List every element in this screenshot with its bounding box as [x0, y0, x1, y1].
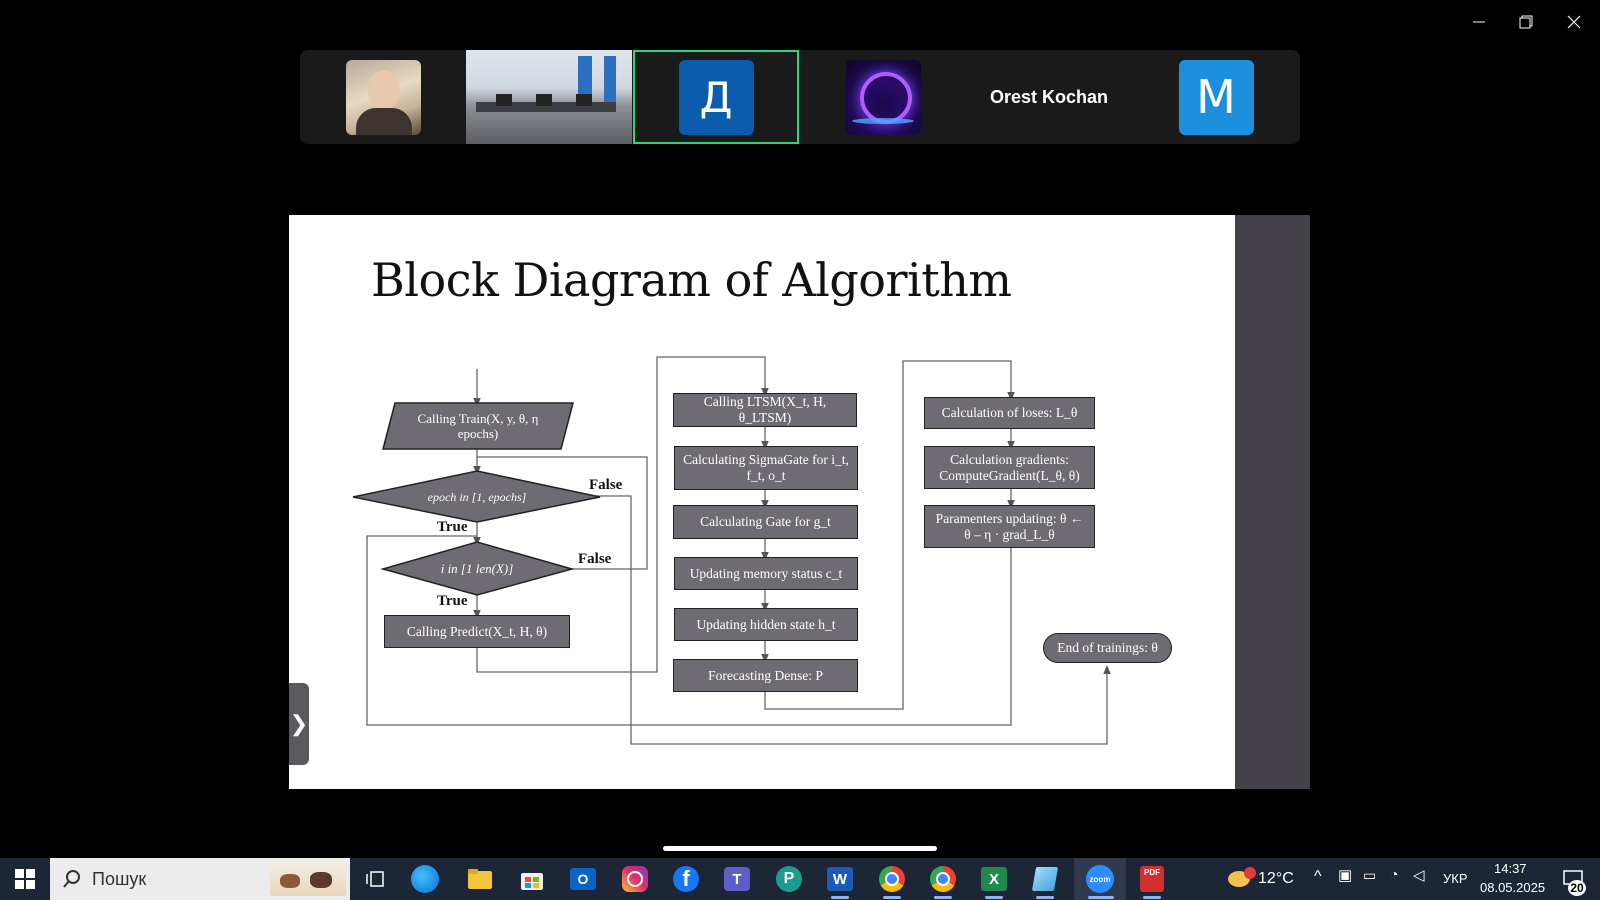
start-parallelogram: [382, 402, 574, 450]
shared-slide: Block Diagram of Algorithm: [289, 215, 1235, 789]
facebook-icon[interactable]: f: [669, 862, 703, 896]
edge-icon[interactable]: [411, 865, 439, 893]
room-camera-video: [466, 50, 632, 144]
node-epoch-text: epoch in [1, epochs]: [427, 489, 527, 504]
node-i-text: i in [1 len(X)]: [440, 561, 514, 576]
start-icon[interactable]: [8, 862, 42, 896]
excel-icon[interactable]: X: [977, 862, 1011, 896]
volume-icon[interactable]: ◁: [1413, 867, 1425, 884]
file-explorer-icon[interactable]: [463, 862, 497, 896]
restore-button[interactable]: [1503, 8, 1549, 36]
panel-toggle-handle[interactable]: ❯: [289, 683, 309, 765]
task-view-icon[interactable]: [358, 862, 392, 896]
label-true-i: True: [437, 593, 468, 609]
node-end: End of trainings: θ: [1043, 633, 1172, 663]
node-start-text: Calling Train(X, y, θ, η epochs): [417, 411, 539, 441]
participant-tile-3[interactable]: Д: [633, 50, 799, 144]
close-button[interactable]: [1551, 8, 1597, 36]
participant-photo: [345, 59, 421, 135]
notepad-icon[interactable]: [1028, 862, 1062, 896]
label-false-i: False: [578, 551, 612, 567]
node-memory: Updating memory status c_t: [674, 557, 858, 590]
shared-screen-margin: [1235, 215, 1310, 789]
search-highlight-image: [270, 862, 346, 896]
word-icon[interactable]: W: [823, 862, 857, 896]
excel-active-indicator: [985, 896, 1003, 899]
minimize-icon: [1473, 21, 1485, 23]
chrome-profile-active-indicator: [934, 896, 952, 899]
node-hidden: Updating hidden state h_t: [674, 608, 858, 641]
language-indicator[interactable]: УКР: [1443, 871, 1468, 886]
node-predict: Calling Predict(X_t, H, θ): [384, 615, 570, 648]
participant-tile-4[interactable]: [800, 50, 966, 144]
label-false-epoch: False: [589, 477, 623, 493]
notepad-active-indicator: [1036, 896, 1054, 899]
condition-epoch-diamond: [352, 470, 601, 523]
pdf-icon[interactable]: PDF: [1135, 862, 1169, 896]
horizontal-scroll-indicator[interactable]: [663, 846, 937, 851]
store-icon[interactable]: [515, 862, 549, 896]
neon-ring-avatar: [845, 59, 921, 135]
meet-now-icon[interactable]: ▣: [1338, 867, 1353, 884]
chrome-icon[interactable]: [875, 862, 909, 896]
participant-avatar-m: M: [1178, 59, 1254, 135]
teams-icon[interactable]: T: [720, 862, 754, 896]
tray-overflow-icon[interactable]: ^: [1314, 868, 1322, 885]
search-icon: [63, 870, 80, 888]
close-icon: [1567, 15, 1581, 29]
battery-icon[interactable]: ▭: [1363, 867, 1377, 883]
taskbar-search-box[interactable]: Пошук: [50, 858, 350, 900]
instagram-icon[interactable]: [618, 862, 652, 896]
restore-icon: [1519, 15, 1533, 29]
word-active-indicator: [831, 896, 849, 899]
node-dense: Forecasting Dense: P: [673, 659, 858, 692]
clock-time[interactable]: 14:37: [1494, 861, 1527, 876]
shared-screen-top: [289, 147, 1310, 215]
notification-count: 20: [1568, 880, 1586, 896]
slide-title: Block Diagram of Algorithm: [371, 253, 1012, 307]
participant-tile-1[interactable]: [300, 50, 466, 144]
flowchart-connectors: [352, 356, 1111, 745]
pdf-active-indicator: [1143, 896, 1161, 899]
node-gate: Calculating Gate for g_t: [673, 505, 858, 539]
picsart-icon[interactable]: P: [772, 862, 806, 896]
participant-tile-6[interactable]: M: [1133, 50, 1299, 144]
node-update: Paramenters updating: θ ← θ – η · grad_L…: [924, 505, 1095, 548]
chrome-profile-icon[interactable]: [926, 862, 960, 896]
zoom-icon[interactable]: zoom: [1083, 862, 1117, 896]
participant-name: Orest Kochan: [989, 86, 1109, 107]
zoom-active-indicator: [1088, 896, 1114, 899]
wifi-icon[interactable]: ◔: [1390, 866, 1399, 882]
outlook-icon[interactable]: O: [566, 862, 600, 896]
node-gradients: Calculation gradients: ComputeGradient(L…: [924, 446, 1095, 489]
condition-i-diamond: [380, 541, 575, 596]
participant-strip: Д Orest Kochan M: [300, 50, 1300, 144]
minimize-button[interactable]: [1456, 8, 1502, 36]
chrome-active-indicator: [883, 896, 901, 899]
participant-tile-2[interactable]: [466, 50, 632, 144]
node-sigma: Calculating SigmaGate for i_t, f_t, o_t: [674, 446, 858, 490]
search-placeholder: Пошук: [92, 868, 147, 889]
windows-logo-icon: [15, 869, 35, 889]
node-loss: Calculation of loses: L_θ: [924, 397, 1095, 429]
participant-tile-5[interactable]: Orest Kochan: [966, 50, 1132, 144]
participant-avatar-d: Д: [678, 59, 754, 135]
node-ltsm: Calling LTSM(X_t, H, θ_LTSM): [673, 393, 857, 427]
weather-icon[interactable]: [1222, 862, 1256, 896]
clock-date[interactable]: 08.05.2025: [1480, 880, 1546, 895]
weather-temperature[interactable]: 12°C: [1258, 870, 1294, 887]
label-true-epoch: True: [437, 519, 468, 535]
